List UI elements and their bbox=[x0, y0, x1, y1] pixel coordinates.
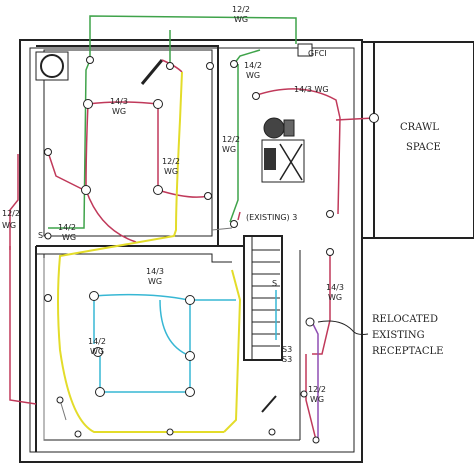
wire-label-14-3-stair: 14/3 bbox=[326, 283, 344, 292]
wire-label-14-3-stair-sub: WG bbox=[328, 293, 342, 302]
fixture bbox=[153, 185, 163, 195]
wire-label-12-2-bottom-sub: WG bbox=[310, 395, 324, 404]
fixture bbox=[185, 351, 195, 361]
crawl-space: CRAWL SPACE bbox=[362, 41, 474, 239]
wire-label-12-2-right: 12/2 bbox=[222, 135, 240, 144]
note-line-2: EXISTING bbox=[372, 330, 425, 341]
fixture bbox=[206, 62, 214, 70]
top-room-inner-wall bbox=[43, 49, 213, 237]
door-swing-top bbox=[140, 59, 164, 85]
fixture bbox=[230, 60, 238, 68]
wire-label-14-2-lower-sub: WG bbox=[90, 347, 104, 356]
wire-label-12-2-bottom: 12/2 bbox=[308, 385, 326, 394]
wire-labels: 12/2 WG 14/2 WG 14/3 WG 14/3 WG 12/2 WG … bbox=[2, 5, 344, 404]
stair-outline bbox=[243, 235, 283, 361]
switch-mark: S3 bbox=[282, 355, 292, 364]
stair-treads bbox=[252, 249, 280, 347]
wire-label-14-3-lower-sub: WG bbox=[148, 277, 162, 286]
purple-circuit bbox=[311, 321, 319, 438]
wire-label-14-2-sw-sub: WG bbox=[62, 233, 76, 242]
top-room-wall bbox=[36, 45, 219, 246]
gfci-box bbox=[297, 43, 313, 57]
wire-label-14-2-sw: 14/2 bbox=[58, 223, 76, 232]
fixture bbox=[204, 192, 212, 200]
inner-wall bbox=[29, 47, 355, 453]
fixture bbox=[166, 62, 174, 70]
wire-label-14-3-lower: 14/3 bbox=[146, 267, 164, 276]
fixture bbox=[44, 294, 52, 302]
wire-label-14-2-top-sub: WG bbox=[246, 71, 260, 80]
crawl-space-label-2: SPACE bbox=[406, 142, 441, 153]
crawl-space-label-1: CRAWL bbox=[400, 122, 439, 133]
fixture bbox=[86, 56, 94, 64]
lower-left-inner bbox=[43, 254, 300, 441]
wire-label-12-2-mid-sub: WG bbox=[164, 167, 178, 176]
yellow-circuit bbox=[57, 71, 242, 433]
fixture bbox=[95, 387, 105, 397]
furnace-panel bbox=[264, 148, 276, 170]
building-walls bbox=[19, 39, 363, 463]
fixture bbox=[166, 428, 174, 436]
wire-label-12-2-right-sub: WG bbox=[222, 145, 236, 154]
fixture bbox=[56, 396, 64, 404]
fixture bbox=[185, 387, 195, 397]
fixture bbox=[305, 317, 315, 327]
fixture bbox=[185, 295, 195, 305]
wire-label-top-sub: WG bbox=[234, 15, 248, 24]
relocated-receptacle-note: RELOCATED EXISTING RECEPTACLE bbox=[317, 314, 443, 357]
mid-wall-inner bbox=[36, 253, 232, 263]
fixture bbox=[44, 232, 52, 240]
fixture bbox=[326, 210, 334, 218]
fixture bbox=[74, 430, 82, 438]
fixture bbox=[252, 92, 260, 100]
switch-mark: S bbox=[272, 279, 277, 288]
staircase bbox=[243, 235, 283, 361]
fixture bbox=[153, 99, 163, 109]
outer-wall bbox=[19, 39, 363, 463]
fixture bbox=[230, 220, 238, 228]
furnace-cross bbox=[279, 143, 303, 181]
wire-label-14-3-room-sub: WG bbox=[112, 107, 126, 116]
crawl-space-outline bbox=[362, 41, 474, 239]
fixture bbox=[300, 390, 308, 398]
fixture bbox=[326, 248, 334, 256]
fixture bbox=[81, 185, 91, 195]
fixture bbox=[89, 291, 99, 301]
note-line-1: RELOCATED bbox=[372, 314, 438, 325]
pump-base bbox=[283, 119, 295, 137]
wire-label-top: 12/2 bbox=[232, 5, 250, 14]
gfci-label: GFCI bbox=[308, 49, 327, 58]
switch-mark: S3 bbox=[282, 345, 292, 354]
fixture bbox=[369, 113, 379, 123]
annotation-leader bbox=[317, 320, 369, 335]
door-swing-bottom bbox=[261, 395, 277, 413]
fixture bbox=[44, 148, 52, 156]
gray-wires bbox=[43, 227, 233, 440]
red-circuit bbox=[9, 59, 375, 441]
fixture bbox=[93, 347, 103, 357]
pump-unit bbox=[263, 117, 285, 139]
wire-label-14-3-room: 14/3 bbox=[110, 97, 128, 106]
switch-mark: S bbox=[38, 231, 43, 240]
wire-label-12-2-left-sub: WG bbox=[2, 221, 16, 230]
existing-label: (EXISTING) 3 bbox=[246, 213, 297, 222]
fixture bbox=[83, 99, 93, 109]
cyan-circuit bbox=[93, 290, 277, 393]
wire-label-12-2-left: 12/2 bbox=[2, 209, 20, 218]
fixture bbox=[312, 436, 320, 444]
note-line-3: RECEPTACLE bbox=[372, 346, 443, 357]
light-fixtures bbox=[44, 56, 379, 444]
wire-label-12-2-mid: 12/2 bbox=[162, 157, 180, 166]
fixture bbox=[268, 428, 276, 436]
wire-label-14-3-top: 14/3 WG bbox=[294, 85, 329, 94]
wire-label-14-2-lower: 14/2 bbox=[88, 337, 106, 346]
wire-label-14-2-top: 14/2 bbox=[244, 61, 262, 70]
switch-marks: S S3 S3 S bbox=[38, 231, 292, 364]
equipment: GFCI bbox=[35, 43, 327, 413]
water-heater-tank bbox=[40, 54, 64, 78]
